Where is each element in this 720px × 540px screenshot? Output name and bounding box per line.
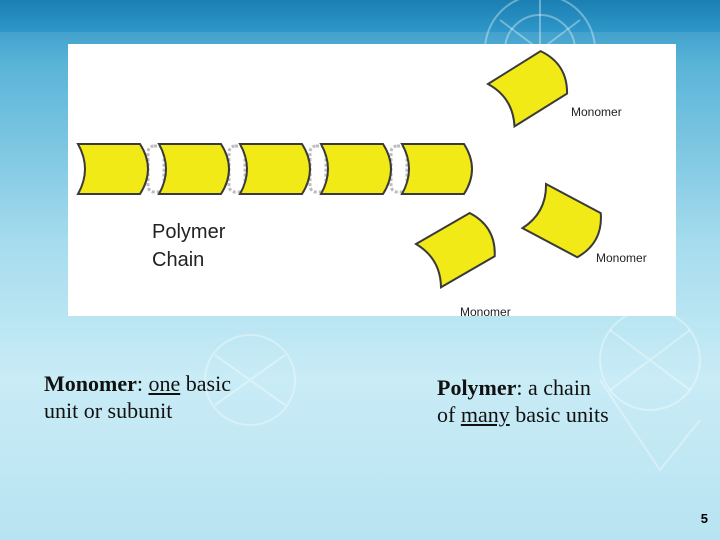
monomer-rest: basic	[180, 371, 231, 396]
chain-links	[146, 144, 409, 194]
polymer-chain	[77, 143, 473, 195]
free-monomer-top	[487, 45, 575, 128]
free-monomer-right	[521, 183, 609, 263]
polymer-line2-post: basic units	[509, 402, 609, 427]
monomer-term: Monomer	[44, 371, 137, 396]
monomer-sep: :	[136, 371, 149, 396]
monomer-emphasis: one	[148, 371, 181, 396]
top-band	[0, 0, 720, 32]
free-monomer-bottom	[415, 208, 503, 289]
chain-label-line1: Polymer	[152, 221, 226, 243]
chain-unit-2	[158, 143, 230, 195]
polymer-line1-rest: : a chain	[516, 375, 591, 400]
monomer-label-bottom: Monomer	[460, 305, 511, 316]
monomer-line2: unit or subunit	[44, 398, 173, 423]
monomer-caption: Monomer: one basic unit or subunit	[44, 370, 344, 424]
chain-unit-3	[239, 143, 311, 195]
monomer-label-top: Monomer	[571, 105, 622, 119]
polymer-emphasis: many	[460, 402, 510, 427]
monomer-label-right: Monomer	[596, 251, 647, 265]
chain-unit-5	[401, 143, 473, 195]
polymer-caption: Polymer: a chain of many basic units	[437, 374, 697, 428]
polymer-diagram: Polymer Chain Monomer Monomer Monomer	[77, 45, 647, 316]
polymer-term: Polymer	[437, 375, 517, 400]
chain-unit-4	[320, 143, 392, 195]
diagram-panel: Polymer Chain Monomer Monomer Monomer	[68, 44, 676, 316]
polymer-line2-pre: of	[437, 402, 461, 427]
page-number: 5	[700, 511, 708, 526]
chain-label-line2: Chain	[152, 249, 204, 271]
chain-unit-1	[77, 143, 149, 195]
